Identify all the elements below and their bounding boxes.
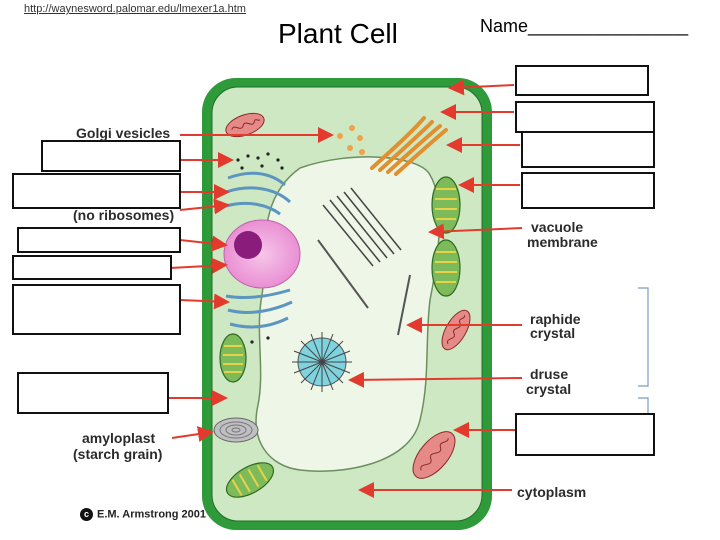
- copyright-symbol: c: [80, 508, 93, 521]
- answer-box-left-6[interactable]: [17, 372, 169, 414]
- chloroplast-1: [431, 176, 461, 234]
- raphide-crystal-bundle: [322, 187, 402, 267]
- label-membrane: membrane: [527, 234, 598, 250]
- label-starch-grain: (starch grain): [73, 446, 163, 462]
- label-druse-crystal: crystal: [526, 381, 572, 397]
- chloroplast-4: [225, 462, 275, 498]
- druse-crystal: [292, 332, 352, 392]
- crystal-bracket: [638, 287, 649, 387]
- answer-box-right-1[interactable]: [515, 65, 649, 96]
- nucleus: [223, 219, 301, 289]
- copyright-text: E.M. Armstrong 2001: [97, 508, 207, 521]
- raphide-needle-1: [317, 239, 369, 309]
- label-raphide: raphide: [530, 311, 581, 327]
- answer-box-right-3[interactable]: [521, 131, 655, 168]
- page-title: Plant Cell: [278, 18, 398, 49]
- golgi-body: [370, 116, 448, 176]
- label-vacuole: vacuole: [531, 219, 584, 235]
- answer-box-left-4[interactable]: [12, 255, 172, 280]
- answer-box-left-2[interactable]: [12, 173, 181, 209]
- answer-box-right-2[interactable]: [515, 101, 655, 133]
- label-cytoplasm: cytoplasm: [517, 484, 587, 500]
- rough-er: [225, 171, 293, 329]
- name-field: Name________________: [480, 16, 689, 36]
- nucleolus: [234, 231, 262, 259]
- answer-box-left-3[interactable]: [17, 227, 181, 253]
- label-raphide-crystal: crystal: [530, 325, 576, 341]
- raphide-needle-2: [397, 274, 411, 336]
- chloroplast-3: [219, 333, 247, 383]
- answer-box-right-5[interactable]: [515, 413, 655, 456]
- label-arrows: [168, 127, 334, 442]
- copyright: c E.M. Armstrong 2001: [80, 508, 206, 521]
- label-no-ribosomes: (no ribosomes): [73, 207, 175, 223]
- central-vacuole: [255, 156, 441, 472]
- label-arrows-right: [348, 79, 523, 498]
- label-amyloplast: amyloplast: [82, 430, 156, 446]
- label-druse: druse: [530, 366, 569, 382]
- answer-box-left-5[interactable]: [12, 284, 181, 335]
- label-golgi-vesicles: Golgi vesicles: [76, 125, 171, 141]
- mitochondrion-top: [225, 112, 265, 138]
- source-url[interactable]: http://waynesword.palomar.edu/lmexer1a.h…: [24, 3, 246, 15]
- answer-box-left-1[interactable]: [41, 140, 181, 172]
- golgi-vesicles: [337, 125, 365, 155]
- amyloplast: [213, 417, 259, 443]
- chloroplast-2: [431, 239, 461, 297]
- answer-box-right-4[interactable]: [521, 172, 655, 209]
- mitochondrion-bottom: [412, 431, 456, 479]
